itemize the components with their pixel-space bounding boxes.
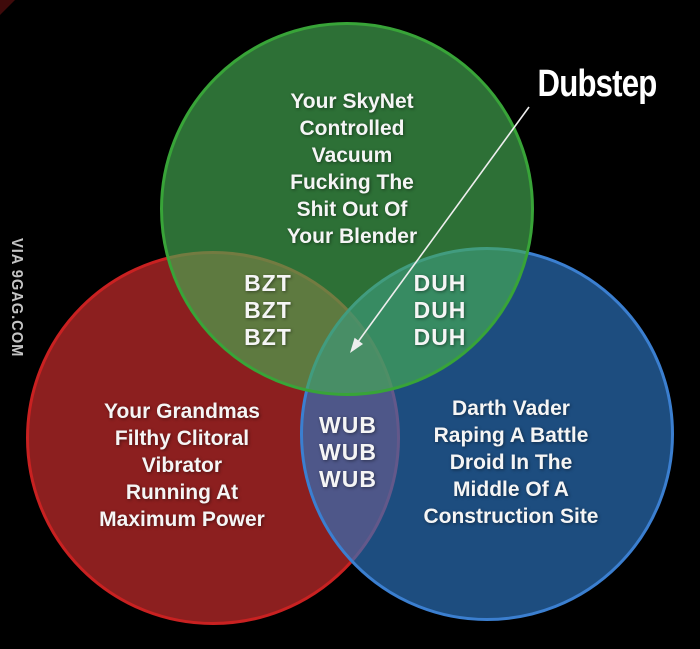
label-line: Your SkyNet — [290, 90, 414, 113]
label-line: Droid In The — [449, 451, 573, 474]
left-circle-label: Your Grandmas Filthy Clitoral Vibrator R… — [57, 398, 307, 533]
overlap-green-red-label: BZT BZT BZT — [218, 270, 318, 351]
label-line: BZT — [244, 324, 292, 350]
label-line: Darth Vader — [452, 397, 570, 420]
label-line: Construction Site — [423, 505, 599, 528]
right-circle-label: Darth Vader Raping A Battle Droid In The… — [386, 395, 636, 530]
label-line: Vibrator — [141, 454, 223, 477]
label-line: Your Blender — [286, 225, 418, 248]
label-line: Shit Out Of — [296, 198, 408, 221]
label-line: DUH — [413, 270, 467, 296]
label-line: WUB — [319, 412, 377, 438]
label-line: WUB — [319, 466, 377, 492]
watermark-9gag: VIA 9GAG.COM — [8, 238, 25, 358]
label-line: Your Grandmas — [104, 400, 260, 423]
top-circle-label: Your SkyNet Controlled Vacuum Fucking Th… — [237, 88, 467, 250]
label-line: Vacuum — [311, 144, 393, 167]
label-line: Middle Of A — [453, 478, 569, 501]
label-line: Fucking The — [290, 171, 414, 194]
overlap-red-blue-label: WUB WUB WUB — [298, 412, 398, 493]
label-line: DUH — [413, 297, 467, 323]
label-line: Maximum Power — [99, 508, 265, 531]
label-line: DUH — [413, 324, 467, 350]
corner-artifact — [0, 0, 15, 15]
label-line: WUB — [319, 439, 377, 465]
label-line: Raping A Battle — [433, 424, 589, 447]
label-line: Filthy Clitoral — [114, 427, 250, 450]
dubstep-title: Dubstep — [537, 63, 658, 105]
overlap-green-blue-label: DUH DUH DUH — [390, 270, 490, 351]
label-line: Running At — [125, 481, 239, 504]
label-line: Controlled — [299, 117, 405, 140]
label-line: BZT — [244, 297, 292, 323]
label-line: BZT — [244, 270, 292, 296]
